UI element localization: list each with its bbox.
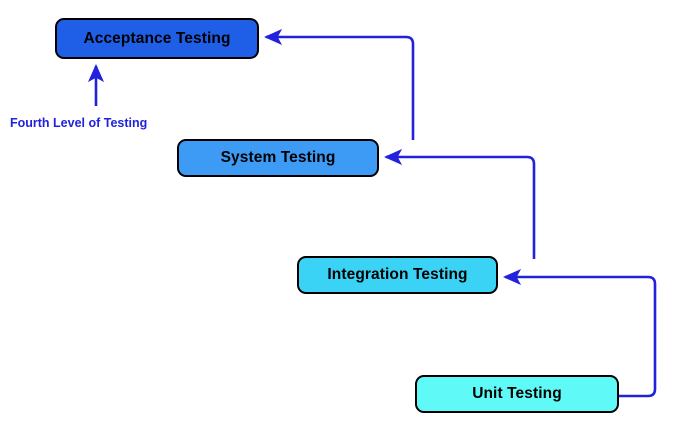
edge-system-to-acceptance (263, 28, 415, 140)
node-unit-testing-label: Unit Testing (472, 385, 562, 402)
node-unit-testing[interactable]: Unit Testing (415, 375, 619, 413)
node-acceptance-testing[interactable]: Acceptance Testing (55, 18, 259, 59)
node-integration-testing[interactable]: Integration Testing (297, 256, 498, 294)
fourth-level-of-testing-label: Fourth Level of Testing (10, 116, 148, 130)
node-system-testing-label: System Testing (220, 149, 336, 166)
node-system-testing[interactable]: System Testing (177, 139, 379, 177)
node-acceptance-testing-label: Acceptance Testing (83, 29, 231, 47)
node-integration-testing-label: Integration Testing (327, 266, 468, 283)
edge-integration-to-system (383, 148, 536, 259)
